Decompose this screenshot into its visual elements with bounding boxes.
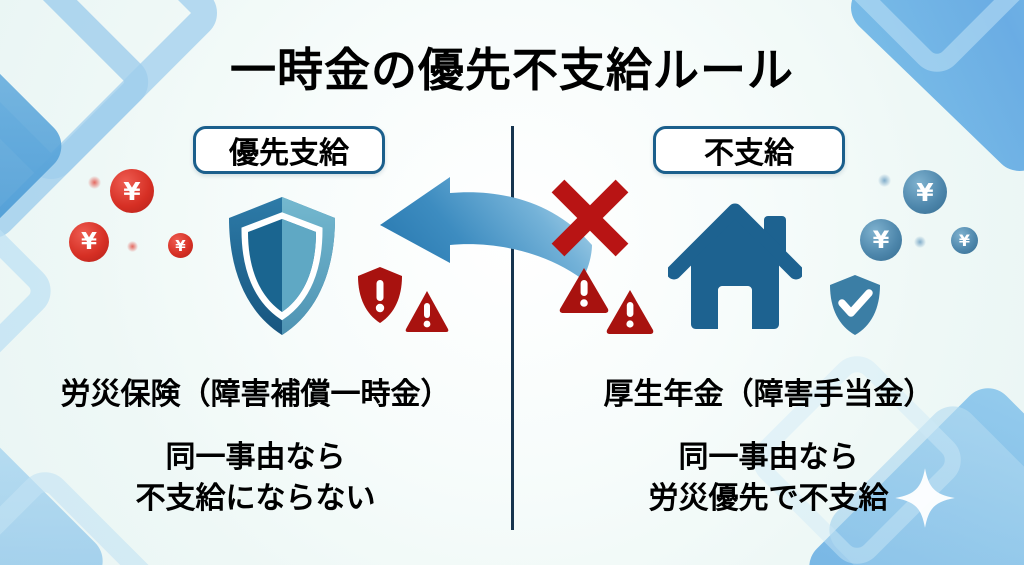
yen-symbol: ¥ (175, 236, 186, 255)
yen-coin-right-medium: ¥ (860, 219, 902, 261)
subtext-right-line2: 労災優先で不支給 (648, 481, 889, 517)
yen-coin-left-large: ¥ (110, 169, 154, 213)
yen-symbol: ¥ (123, 176, 141, 206)
yen-coin-left-medium: ¥ (69, 222, 109, 262)
vertical-divider (511, 126, 514, 530)
yen-coin-left-small: ¥ (168, 233, 193, 258)
decor-dot-left-2 (127, 241, 138, 252)
shield-icon (229, 197, 335, 335)
yen-symbol: ¥ (872, 226, 890, 254)
caption-left: 労災保険（障害補償一時金） (60, 377, 451, 412)
decor-dot-right-1 (878, 174, 891, 187)
yen-coin-right-small: ¥ (951, 227, 978, 254)
badge-priority-payment: 優先支給 (193, 126, 385, 174)
badge-priority-payment-label: 優先支給 (229, 136, 349, 171)
decor-dot-right-2 (914, 236, 926, 248)
house-icon (668, 203, 802, 329)
check-shield-icon (830, 275, 880, 335)
badge-non-payment-label: 不支給 (704, 136, 794, 171)
page-title: 一時金の優先不支給ルール (230, 43, 794, 97)
curved-left-arrow-icon (380, 177, 592, 279)
yen-symbol: ¥ (916, 177, 934, 207)
subtext-left: 同一事由なら 不支給にならない (0, 437, 511, 520)
caption-right: 厚生年金（障害手当金） (603, 377, 934, 412)
badge-non-payment: 不支給 (653, 126, 845, 174)
yen-symbol: ¥ (80, 229, 97, 255)
red-warning-triangle-icon-2 (606, 290, 654, 334)
red-warning-triangle-icon-1 (559, 268, 609, 313)
yen-coin-right-large: ¥ (903, 170, 947, 214)
red-shield-warning-icon (358, 267, 402, 323)
decor-dot-left-1 (88, 176, 101, 189)
subtext-left-line1: 同一事由なら (165, 440, 346, 475)
subtext-left-line2: 不支給にならない (135, 481, 376, 517)
red-warning-triangle-icon (405, 291, 449, 332)
yen-symbol: ¥ (958, 231, 971, 250)
red-x-icon (551, 179, 629, 257)
subtext-right: 同一事由なら 労災優先で不支給 (513, 437, 1024, 520)
subtext-right-line1: 同一事由なら (678, 440, 859, 475)
